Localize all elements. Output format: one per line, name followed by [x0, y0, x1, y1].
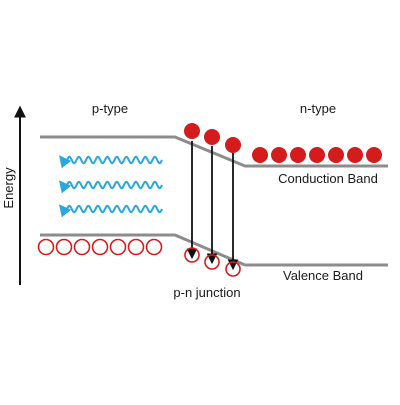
hole-icon [91, 238, 109, 256]
valence-band-line [40, 233, 388, 267]
hole-icon [55, 238, 73, 256]
n-type-label: n-type [300, 101, 336, 116]
p-type-label: p-type [92, 101, 128, 116]
electron-icon [290, 147, 306, 163]
electron-icon [252, 147, 268, 163]
hole-icon [109, 238, 127, 256]
p-side-hole-group [37, 238, 163, 256]
electron-icon [347, 147, 363, 163]
hole-icon [73, 238, 91, 256]
electron-icon [184, 123, 200, 139]
valence-band-label: Valence Band [283, 268, 363, 283]
photon-wave-icon [59, 204, 163, 218]
hole-icon [204, 254, 220, 270]
electron-icon [204, 129, 220, 145]
photon-wave-icon [59, 155, 163, 169]
conduction-band-label: Conduction Band [278, 171, 378, 186]
electron-icon [271, 147, 287, 163]
hole-icon [184, 247, 200, 263]
hole-icon [37, 238, 55, 256]
photon-wave-icon [59, 180, 163, 194]
electron-icon [309, 147, 325, 163]
conduction-band-line [40, 135, 388, 168]
hole-icon [145, 238, 163, 256]
recombination-arrow-group [186, 141, 239, 271]
electron-icon [328, 147, 344, 163]
hole-icon [225, 261, 241, 277]
junction-electron-group [184, 123, 241, 153]
electron-icon [225, 137, 241, 153]
n-side-electron-group [252, 147, 382, 163]
photon-wave-group [59, 155, 163, 218]
electron-icon [366, 147, 382, 163]
hole-icon [127, 238, 145, 256]
energy-axis-label: Energy [1, 167, 16, 209]
junction-hole-group [184, 247, 241, 277]
pn-junction-label: p-n junction [173, 285, 240, 300]
